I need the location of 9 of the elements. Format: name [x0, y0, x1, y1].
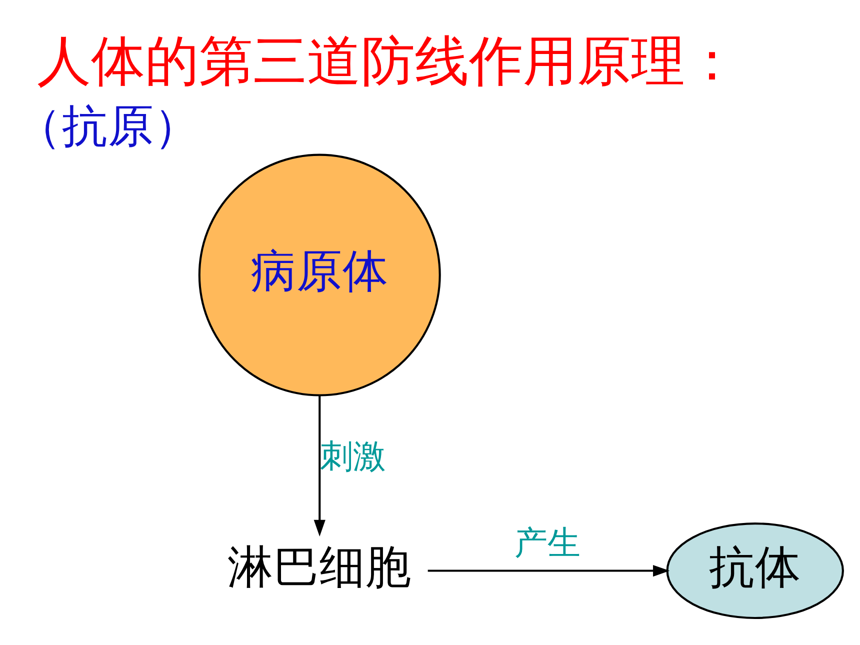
- node-circle: 病原体: [198, 153, 441, 396]
- diagram-title: 人体的第三道防线作用原理：: [37, 29, 740, 92]
- arrow: [428, 564, 670, 576]
- arrow: [314, 395, 326, 536]
- edge-label: 刺激: [320, 436, 386, 475]
- node-ellipse: 抗体: [666, 522, 844, 619]
- edge-label: 产生: [514, 522, 580, 562]
- node-text: 淋巴细胞: [228, 540, 412, 593]
- node-label: （抗原）: [16, 99, 200, 152]
